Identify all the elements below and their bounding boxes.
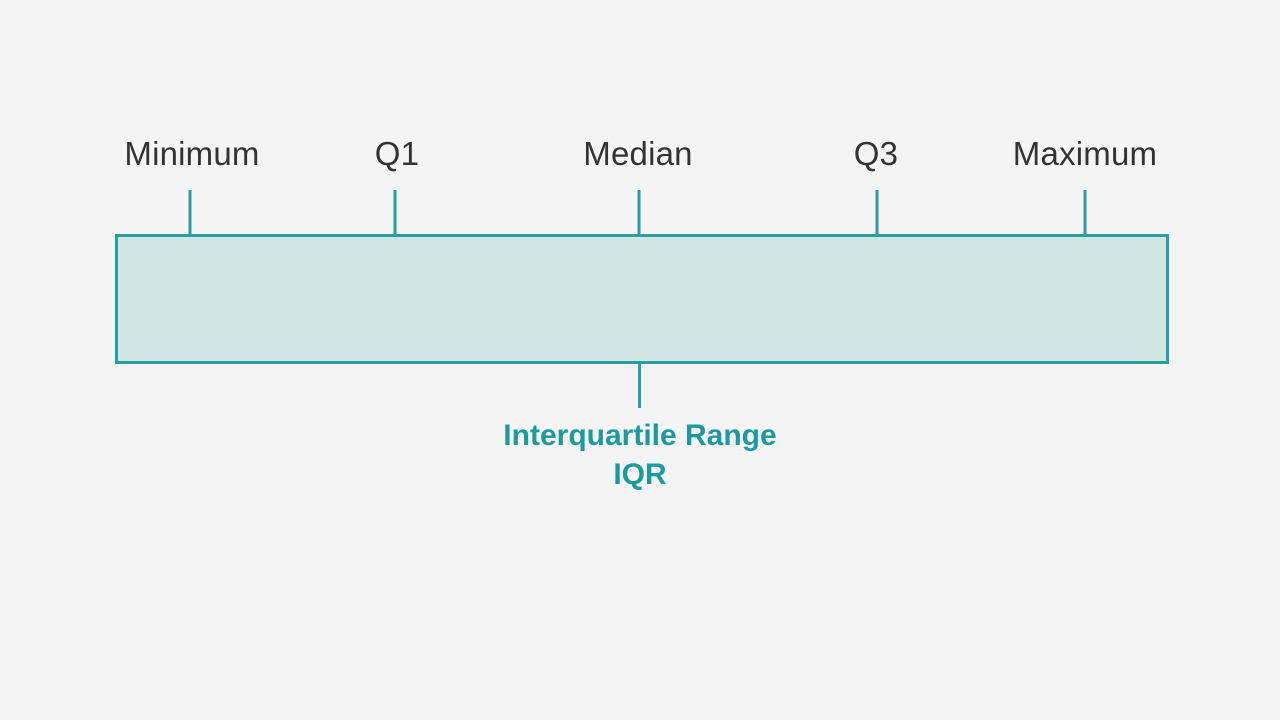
marker-label-q1: Q1: [374, 135, 420, 172]
range-bar: [115, 234, 1169, 364]
marker-label-maximum: Maximum: [1012, 135, 1158, 172]
tick-q3: [875, 190, 879, 236]
tick-q1: [393, 190, 397, 236]
tick-median: [637, 190, 641, 236]
marker-label-q3: Q3: [853, 135, 899, 172]
iqr-caption-title: Interquartile Range: [503, 419, 777, 452]
marker-label-median: Median: [583, 135, 693, 172]
tick-maximum: [1083, 190, 1087, 236]
iqr-caption-abbreviation: IQR: [613, 458, 667, 491]
caption-connector: [638, 361, 641, 408]
tick-minimum: [188, 190, 192, 236]
marker-label-minimum: Minimum: [124, 135, 260, 172]
